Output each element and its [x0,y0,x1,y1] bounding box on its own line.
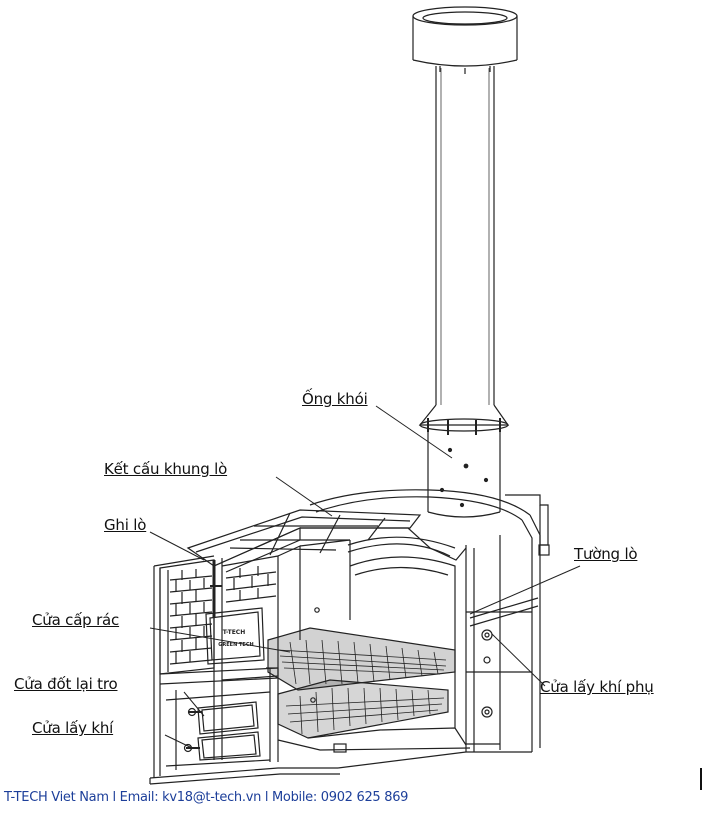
leader-lines [149,405,581,749]
label-chimney: Ống khói [302,390,368,408]
nameplate-line2: GREEN TECH [218,642,253,648]
nameplate-line1: T-TECH [223,629,245,636]
base [149,743,467,785]
corner-mark [700,768,702,790]
label-furnace-wall: Tường lò [574,545,638,563]
label-grate: Ghi lò [104,516,147,534]
label-furnace-frame: Kết cấu khung lò [104,460,228,478]
furnace-frame [186,509,467,573]
footer-contact: T-TECH Viet Nam l Email: kv18@t-tech.vn … [4,790,409,805]
label-secondary-air-door: Cửa lấy khí phụ [540,678,654,696]
label-air-intake-door: Cửa lấy khí [32,719,114,737]
brick-face [153,555,223,778]
label-waste-feed-door: Cửa cấp rác [32,611,120,629]
combustion-chamber [267,539,471,751]
chimney [412,6,518,518]
lower-doors [165,690,271,770]
waste-feed-section [159,555,279,762]
label-ash-reburn-door: Cửa đốt lại tro [14,675,118,693]
